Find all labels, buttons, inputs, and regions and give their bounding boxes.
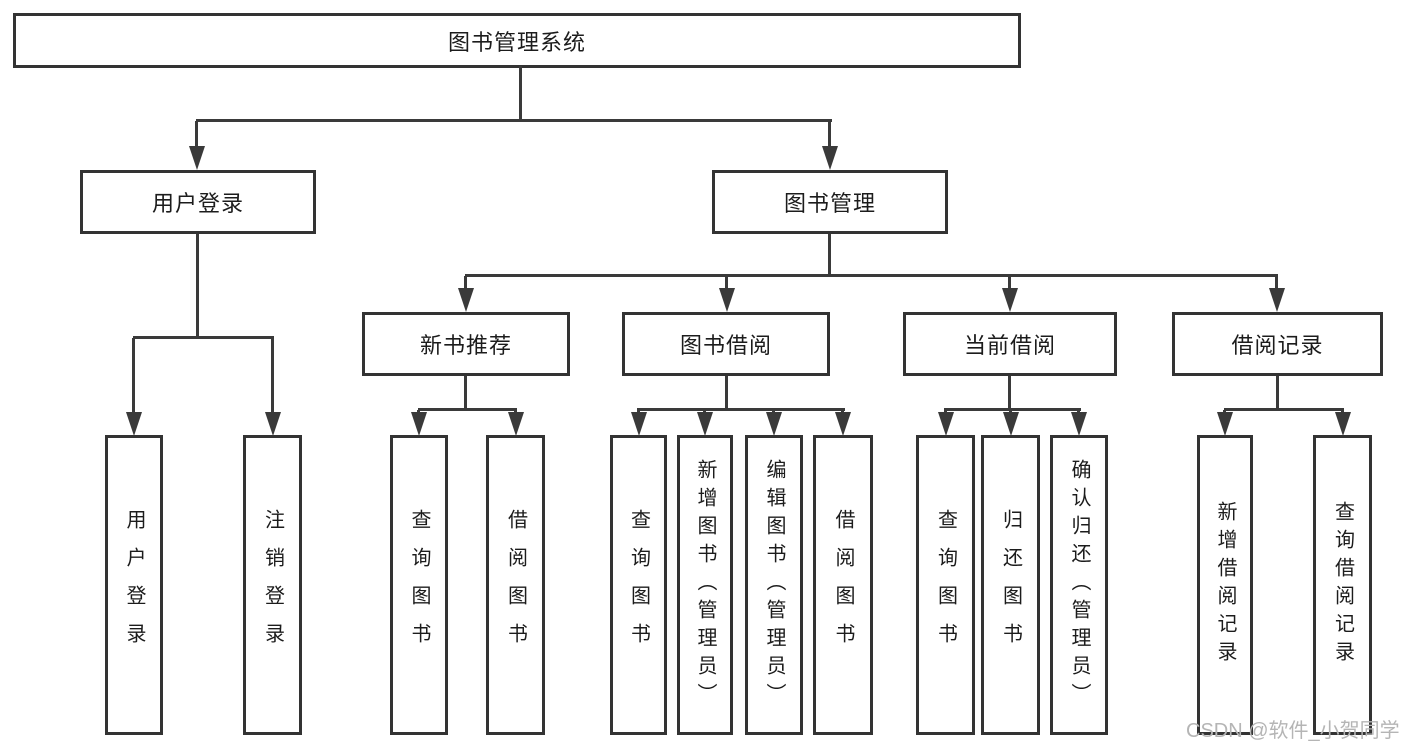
leaf-bb-edit-books-admin-label: 编辑图书（管理员） [763, 459, 785, 711]
arrow-down-icon [1070, 410, 1087, 436]
node-user-login-label: 用户登录 [151, 191, 244, 216]
node-current-borrow-label: 当前借阅 [963, 333, 1056, 358]
arrow-down-icon [696, 410, 713, 436]
leaf-bb-query-books-label: 查询图书 [627, 509, 650, 661]
leaf-cb-return-books: 归还图书 [981, 435, 1040, 735]
leaf-br-add-record-label: 新增借阅记录 [1214, 501, 1236, 669]
arrow-down-icon [765, 410, 782, 436]
leaf-cb-query-books: 查询图书 [916, 435, 975, 735]
node-book-management: 图书管理 [712, 170, 948, 234]
connector-level2-bar [465, 274, 1278, 277]
arrow-down-icon [125, 338, 142, 436]
arrow-down-icon [1268, 276, 1285, 312]
arrow-down-icon [1334, 410, 1351, 436]
connector-bb-stem [725, 376, 728, 408]
leaf-br-query-record: 查询借阅记录 [1313, 435, 1372, 735]
connector-bb-bar [637, 408, 845, 411]
arrow-down-icon [1216, 410, 1233, 436]
arrow-down-icon [264, 338, 281, 436]
leaf-nbr-borrow-books: 借阅图书 [486, 435, 545, 735]
arrow-down-icon [507, 410, 524, 436]
arrow-down-icon [1001, 276, 1018, 312]
node-user-login: 用户登录 [80, 170, 316, 234]
leaf-logout: 注销登录 [243, 435, 302, 735]
leaf-user-login: 用户登录 [105, 435, 163, 735]
leaf-bb-add-books-admin: 新增图书（管理员） [677, 435, 733, 735]
leaf-bb-add-books-admin-label: 新增图书（管理员） [694, 459, 716, 711]
leaf-br-query-record-label: 查询借阅记录 [1331, 501, 1354, 669]
node-book-borrow-label: 图书借阅 [679, 333, 772, 358]
leaf-bb-edit-books-admin: 编辑图书（管理员） [745, 435, 803, 735]
connector-root-stem [519, 66, 522, 121]
connector-br-bar [1224, 408, 1344, 411]
arrow-down-icon [718, 276, 735, 312]
leaf-nbr-borrow-books-label: 借阅图书 [504, 509, 527, 661]
connector-br-stem [1276, 376, 1279, 408]
connector-nbr-bar [418, 408, 517, 411]
arrow-down-icon [1002, 410, 1019, 436]
node-current-borrow: 当前借阅 [903, 312, 1117, 376]
leaf-bb-query-books: 查询图书 [610, 435, 667, 735]
arrow-down-icon [630, 410, 647, 436]
leaf-cb-confirm-return-admin-label: 确认归还（管理员） [1068, 459, 1090, 711]
leaf-user-login-label: 用户登录 [123, 509, 145, 661]
arrow-down-icon [937, 410, 954, 436]
leaf-logout-label: 注销登录 [261, 509, 284, 661]
leaf-cb-return-books-label: 归还图书 [999, 509, 1022, 661]
arrow-down-icon [188, 121, 205, 170]
connector-cb-stem [1008, 376, 1011, 408]
node-root: 图书管理系统 [13, 13, 1021, 68]
connector-nbr-stem [464, 376, 467, 408]
connector-cb-bar [944, 408, 1081, 411]
leaf-cb-query-books-label: 查询图书 [934, 509, 957, 661]
node-new-book-recommend-label: 新书推荐 [419, 333, 512, 358]
leaf-bb-borrow-books: 借阅图书 [813, 435, 873, 735]
csdn-watermark: CSDN @软件_小贺同学 [1186, 720, 1400, 742]
connector-book-management-stem [828, 234, 831, 274]
leaf-nbr-query-books: 查询图书 [390, 435, 448, 735]
connector-level1-bar [196, 119, 832, 122]
arrow-down-icon [410, 410, 427, 436]
arrow-down-icon [834, 410, 851, 436]
leaf-br-add-record: 新增借阅记录 [1197, 435, 1253, 735]
node-book-management-label: 图书管理 [783, 191, 876, 216]
arrow-down-icon [457, 276, 474, 312]
arrow-down-icon [821, 121, 838, 170]
node-borrow-records: 借阅记录 [1172, 312, 1383, 376]
node-book-borrow: 图书借阅 [622, 312, 830, 376]
leaf-nbr-query-books-label: 查询图书 [408, 509, 430, 661]
leaf-cb-confirm-return-admin: 确认归还（管理员） [1050, 435, 1108, 735]
node-root-label: 图书管理系统 [447, 29, 586, 55]
leaf-bb-borrow-books-label: 借阅图书 [832, 509, 854, 661]
node-new-book-recommend: 新书推荐 [362, 312, 570, 376]
connector-user-login-bar [133, 336, 274, 339]
node-borrow-records-label: 借阅记录 [1231, 333, 1324, 358]
connector-user-login-stem [196, 234, 199, 336]
